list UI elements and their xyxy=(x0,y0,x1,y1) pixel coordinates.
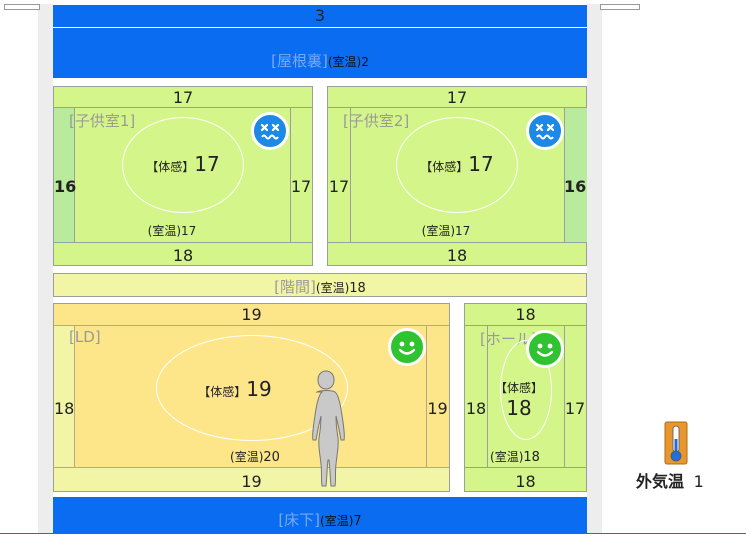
hall-top-line xyxy=(465,325,586,326)
child1-left-strip xyxy=(54,108,75,242)
ld-room-temp-value: 20 xyxy=(263,450,280,465)
ld-room-label: [LD] xyxy=(69,328,101,346)
outside-temp: 外気温 1 xyxy=(636,468,704,492)
roof-eave-right xyxy=(600,4,640,10)
child1-room-temp-label: (室温) xyxy=(147,224,182,238)
underfloor-room-temp-label: (室温) xyxy=(320,514,354,528)
ld-right-temp: 19 xyxy=(427,399,448,418)
ld-room-temp: (室温)20 xyxy=(205,446,305,465)
child2-feel-value: 17 xyxy=(468,152,494,176)
ld-feel-label: 【体感】 xyxy=(198,385,247,399)
child1-feel-label: 【体感】 xyxy=(146,160,195,174)
child1-feel-value: 17 xyxy=(194,152,220,176)
thermometer-icon xyxy=(664,421,688,465)
child2-bottom-temp: 18 xyxy=(446,246,468,265)
ld-bottom-line xyxy=(54,467,449,468)
child1-bottom-temp: 18 xyxy=(172,246,194,265)
ld-feel-value: 19 xyxy=(246,377,272,401)
child1-room-label: [子供室1] xyxy=(69,112,136,130)
child2-feel: 【体感】17 xyxy=(396,152,518,176)
hall-comfort-ellipse xyxy=(500,340,552,440)
ld-right-strip xyxy=(426,326,450,467)
right-wall xyxy=(587,4,602,534)
child2-feel-label: 【体感】 xyxy=(420,160,469,174)
child2-bottom-line xyxy=(328,242,586,243)
hall-bottom-line xyxy=(465,467,586,468)
hall-feel-label: 【体感】 xyxy=(494,381,543,395)
ld-bottom-strip xyxy=(54,468,449,491)
hall-feel: 【体感】18 xyxy=(484,377,554,420)
hall-room-temp: (室温)18 xyxy=(480,446,550,465)
attic-zone xyxy=(53,28,587,78)
hall-left-temp: 18 xyxy=(465,399,487,418)
ld-top-temp: 19 xyxy=(241,305,262,324)
ld-room-temp-label: (室温) xyxy=(230,450,264,464)
ld-top-line xyxy=(54,325,449,326)
child2-room-temp-value: 17 xyxy=(455,224,471,238)
attic-room-temp-label: (室温) xyxy=(327,55,362,69)
person-silhouette-icon xyxy=(312,370,345,487)
underfloor-label: [床下] xyxy=(278,511,321,529)
hall-bottom-temp: 18 xyxy=(515,472,536,491)
happy-face-icon xyxy=(526,330,564,368)
child2-top-temp: 17 xyxy=(446,88,468,107)
hall-left-strip xyxy=(465,326,488,467)
attic-label-group: [屋根裏](室温)2 xyxy=(53,50,587,71)
ld-feel: 【体感】19 xyxy=(160,377,310,401)
child2-room-label: [子供室2] xyxy=(343,112,410,130)
stair-label-group: [階間](室温)18 xyxy=(53,276,587,297)
hall-room-temp-value: 18 xyxy=(523,450,540,465)
attic-top-strip xyxy=(53,5,587,27)
hall-room-temp-label: (室温) xyxy=(490,450,524,464)
outside-temp-value: 1 xyxy=(693,472,704,491)
underfloor-room-temp: 7 xyxy=(353,514,362,529)
happy-face-icon xyxy=(388,328,426,366)
stair-room-temp: 18 xyxy=(349,281,366,296)
child1-comfort-ellipse xyxy=(122,117,244,213)
hall-top-temp: 18 xyxy=(515,305,536,324)
stair-room-temp-label: (室温) xyxy=(315,281,350,295)
left-wall xyxy=(38,4,53,534)
child2-top-line xyxy=(328,107,586,108)
cold-face-icon xyxy=(251,112,289,150)
child1-left-temp: 16 xyxy=(54,177,77,196)
child1-top-line xyxy=(54,107,312,108)
underfloor-zone xyxy=(53,497,587,533)
child2-right-strip xyxy=(564,108,587,242)
child1-top-temp: 17 xyxy=(172,88,194,107)
ld-left-temp: 18 xyxy=(54,399,75,418)
stair-label: [階間] xyxy=(274,278,316,296)
child2-left-strip xyxy=(328,108,351,242)
cold-face-icon xyxy=(526,112,564,150)
ld-left-strip xyxy=(54,326,75,467)
ld-bottom-temp: 19 xyxy=(241,472,262,491)
child2-left-temp: 17 xyxy=(328,177,350,196)
child2-room-temp: (室温)17 xyxy=(396,220,496,239)
child1-right-strip xyxy=(290,108,313,242)
hall-right-temp: 17 xyxy=(564,399,586,418)
child1-right-temp: 17 xyxy=(290,177,312,196)
stair-zone xyxy=(53,273,587,297)
attic-label: [屋根裏] xyxy=(271,52,328,70)
ground-line xyxy=(0,533,746,534)
hall-feel-value: 18 xyxy=(506,396,532,420)
underfloor-label-group: [床下](室温)7 xyxy=(53,509,587,530)
child1-room-temp-value: 17 xyxy=(181,224,197,238)
attic-room-temp: 2 xyxy=(361,55,369,69)
roof-eave-left xyxy=(4,4,40,10)
child2-room-temp-label: (室温) xyxy=(421,224,456,238)
attic-top-temp: 3 xyxy=(314,6,326,25)
child1-feel: 【体感】17 xyxy=(122,152,244,176)
child1-room-temp: (室温)17 xyxy=(122,220,222,239)
outside-temp-label: 外気温 xyxy=(636,472,685,491)
child2-right-temp: 16 xyxy=(564,177,587,196)
hall-right-strip xyxy=(564,326,587,467)
ld-comfort-ellipse xyxy=(156,335,348,441)
child2-comfort-ellipse xyxy=(396,117,518,213)
child1-bottom-line xyxy=(54,242,312,243)
